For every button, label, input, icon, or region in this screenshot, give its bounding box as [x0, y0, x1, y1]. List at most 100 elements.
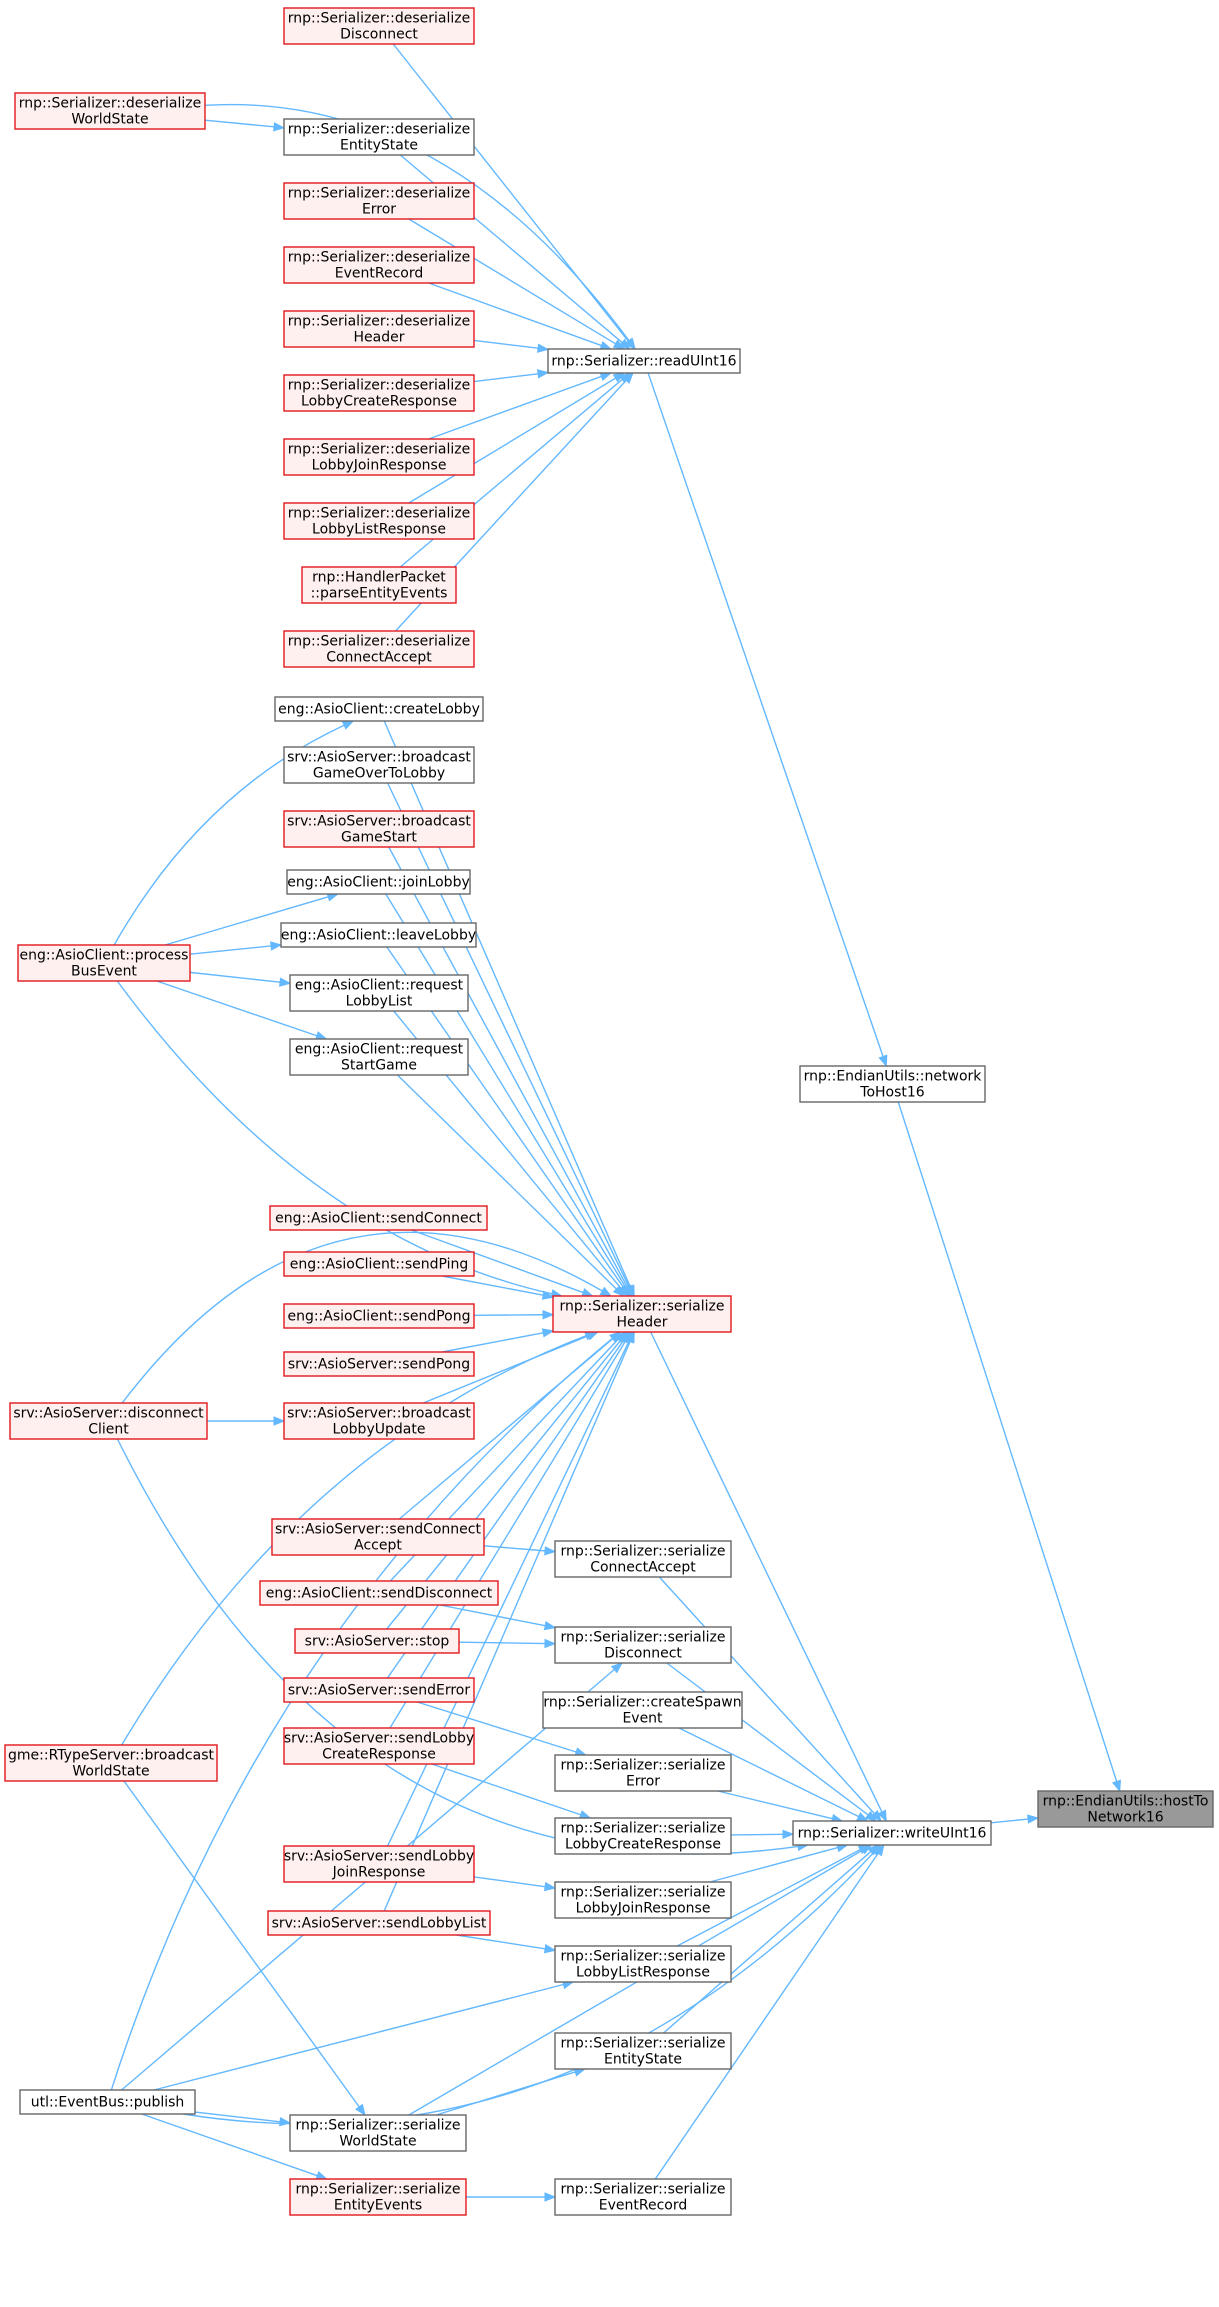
node-box[interactable] [259, 1580, 499, 1606]
node-deser_lobbyjoin[interactable]: rnp::Serializer::deserializeLobbyJoinRes… [283, 438, 475, 476]
node-box[interactable] [19, 2089, 196, 2115]
node-box[interactable] [271, 1518, 485, 1556]
node-box[interactable] [294, 1628, 460, 1654]
node-deser_lobbycreate[interactable]: rnp::Serializer::deserializeLobbyCreateR… [283, 374, 475, 412]
node-send_disconnect[interactable]: eng::AsioClient::sendDisconnect [259, 1580, 499, 1606]
node-leave_lobby[interactable]: eng::AsioClient::leaveLobby [280, 922, 477, 948]
node-box[interactable] [289, 2178, 467, 2216]
node-box[interactable] [289, 1038, 469, 1076]
node-box[interactable] [554, 1881, 732, 1919]
node-sv_send_pong[interactable]: srv::AsioServer::sendPong [283, 1351, 475, 1377]
node-box[interactable] [1037, 1790, 1214, 1828]
node-ser_lobbylist[interactable]: rnp::Serializer::serializeLobbyListRespo… [554, 1945, 732, 1983]
node-box[interactable] [289, 974, 469, 1012]
node-box[interactable] [283, 246, 475, 284]
node-box[interactable] [283, 1351, 475, 1377]
node-utl_publish[interactable]: utl::EventBus::publish [19, 2089, 196, 2115]
node-box[interactable] [554, 1626, 732, 1664]
node-box[interactable] [286, 869, 471, 895]
node-box[interactable] [542, 1691, 743, 1729]
node-box[interactable] [283, 1251, 475, 1277]
node-box[interactable] [283, 7, 475, 45]
node-cl_send_pong[interactable]: eng::AsioClient::sendPong [283, 1303, 475, 1329]
node-box[interactable] [14, 92, 206, 130]
node-box[interactable] [554, 1540, 732, 1578]
node-box[interactable] [554, 1817, 732, 1855]
node-box[interactable] [301, 566, 457, 604]
node-box[interactable] [283, 810, 475, 848]
node-box[interactable] [274, 696, 484, 722]
node-send_lobby_list[interactable]: srv::AsioServer::sendLobbyList [267, 1910, 491, 1936]
node-box[interactable] [267, 1910, 491, 1936]
node-box[interactable] [554, 2032, 732, 2070]
node-box[interactable] [289, 2114, 467, 2152]
node-box[interactable] [283, 438, 475, 476]
node-box[interactable] [283, 1303, 475, 1329]
node-box[interactable] [283, 1677, 475, 1703]
node-ser_lobbycreate[interactable]: rnp::Serializer::serializeLobbyCreateRes… [554, 1817, 732, 1855]
node-ser_lobbyjoin[interactable]: rnp::Serializer::serializeLobbyJoinRespo… [554, 1881, 732, 1919]
node-box[interactable] [283, 374, 475, 412]
node-box[interactable] [283, 182, 475, 220]
node-bc_gameover[interactable]: srv::AsioServer::broadcastGameOverToLobb… [283, 746, 475, 784]
node-deser_connectaccept[interactable]: rnp::Serializer::deserializeConnectAccep… [283, 630, 475, 668]
node-box[interactable] [269, 1205, 488, 1231]
node-write_uint16[interactable]: rnp::Serializer::writeUInt16 [792, 1820, 992, 1846]
node-sv_stop[interactable]: srv::AsioServer::stop [294, 1628, 460, 1654]
node-box[interactable] [280, 922, 477, 948]
node-box[interactable] [283, 310, 475, 348]
node-box[interactable] [554, 2178, 732, 2216]
node-deser_lobbylist[interactable]: rnp::Serializer::deserializeLobbyListRes… [283, 502, 475, 540]
node-join_lobby[interactable]: eng::AsioClient::joinLobby [286, 869, 471, 895]
node-box[interactable] [17, 944, 191, 982]
node-box[interactable] [283, 1845, 475, 1883]
node-box[interactable] [792, 1820, 992, 1846]
node-box[interactable] [554, 1945, 732, 1983]
node-box[interactable] [283, 502, 475, 540]
node-box[interactable] [552, 1295, 732, 1333]
node-send_error[interactable]: srv::AsioServer::sendError [283, 1677, 475, 1703]
node-box[interactable] [283, 1402, 475, 1440]
node-box[interactable] [554, 1754, 732, 1792]
node-box[interactable] [283, 746, 475, 784]
node-send_connect[interactable]: eng::AsioClient::sendConnect [269, 1205, 488, 1231]
node-box[interactable] [547, 348, 741, 374]
node-box[interactable] [283, 118, 475, 156]
node-box[interactable] [9, 1402, 208, 1440]
node-send_ping[interactable]: eng::AsioClient::sendPing [283, 1251, 475, 1277]
node-box[interactable] [283, 630, 475, 668]
node-read_uint16[interactable]: rnp::Serializer::readUInt16 [547, 348, 741, 374]
node-create_lobby[interactable]: eng::AsioClient::createLobby [274, 696, 484, 722]
node-box[interactable] [4, 1744, 218, 1782]
node-parse_entity_events[interactable]: rnp::HandlerPacket::parseEntityEvents [301, 566, 457, 604]
node-box[interactable] [283, 1727, 475, 1765]
node-box[interactable] [799, 1065, 986, 1103]
